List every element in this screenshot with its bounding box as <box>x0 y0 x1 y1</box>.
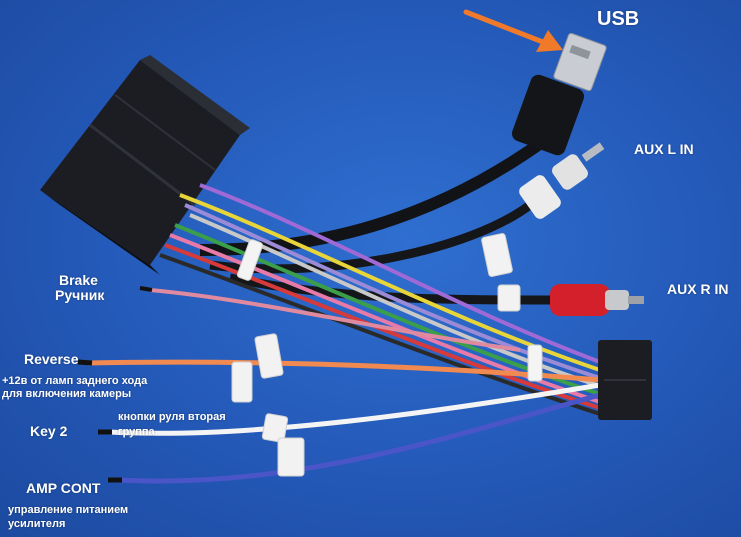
brake-ru-label: Ручник <box>55 287 105 303</box>
key2-wire <box>109 382 601 436</box>
key2-desc-line2: группа <box>118 426 155 438</box>
amp-desc-line2: усилителя <box>8 518 66 530</box>
cable-tie <box>236 239 543 382</box>
aux-l-label: AUX L IN <box>634 141 694 157</box>
amp-desc-line1: управление питанием <box>8 504 129 516</box>
usb-label: USB <box>597 8 640 30</box>
brake-label: Brake <box>59 272 98 288</box>
reverse-label: Reverse <box>24 351 79 367</box>
arrow-icon <box>463 9 563 52</box>
aux-r-label: AUX R IN <box>667 281 729 297</box>
main-connector <box>40 55 250 275</box>
wire-tag <box>231 233 521 477</box>
amp-wire <box>119 392 601 484</box>
rca-plug-white-icon <box>519 142 605 219</box>
small-connector <box>598 340 652 420</box>
reverse-desc-line2: для включения камеры <box>2 388 132 400</box>
reverse-desc-line1: +12в от ламп заднего хода <box>2 375 148 387</box>
reverse-wire <box>87 359 601 383</box>
amp-label: AMP CONT <box>26 480 101 496</box>
brake-wire <box>149 288 521 352</box>
rca-plug-red-icon <box>550 284 644 316</box>
usb-plug-icon <box>511 32 607 156</box>
key2-desc-line1: кнопки руля вторая <box>118 411 226 423</box>
key2-label: Key 2 <box>30 423 68 439</box>
usb-cable <box>199 135 549 256</box>
